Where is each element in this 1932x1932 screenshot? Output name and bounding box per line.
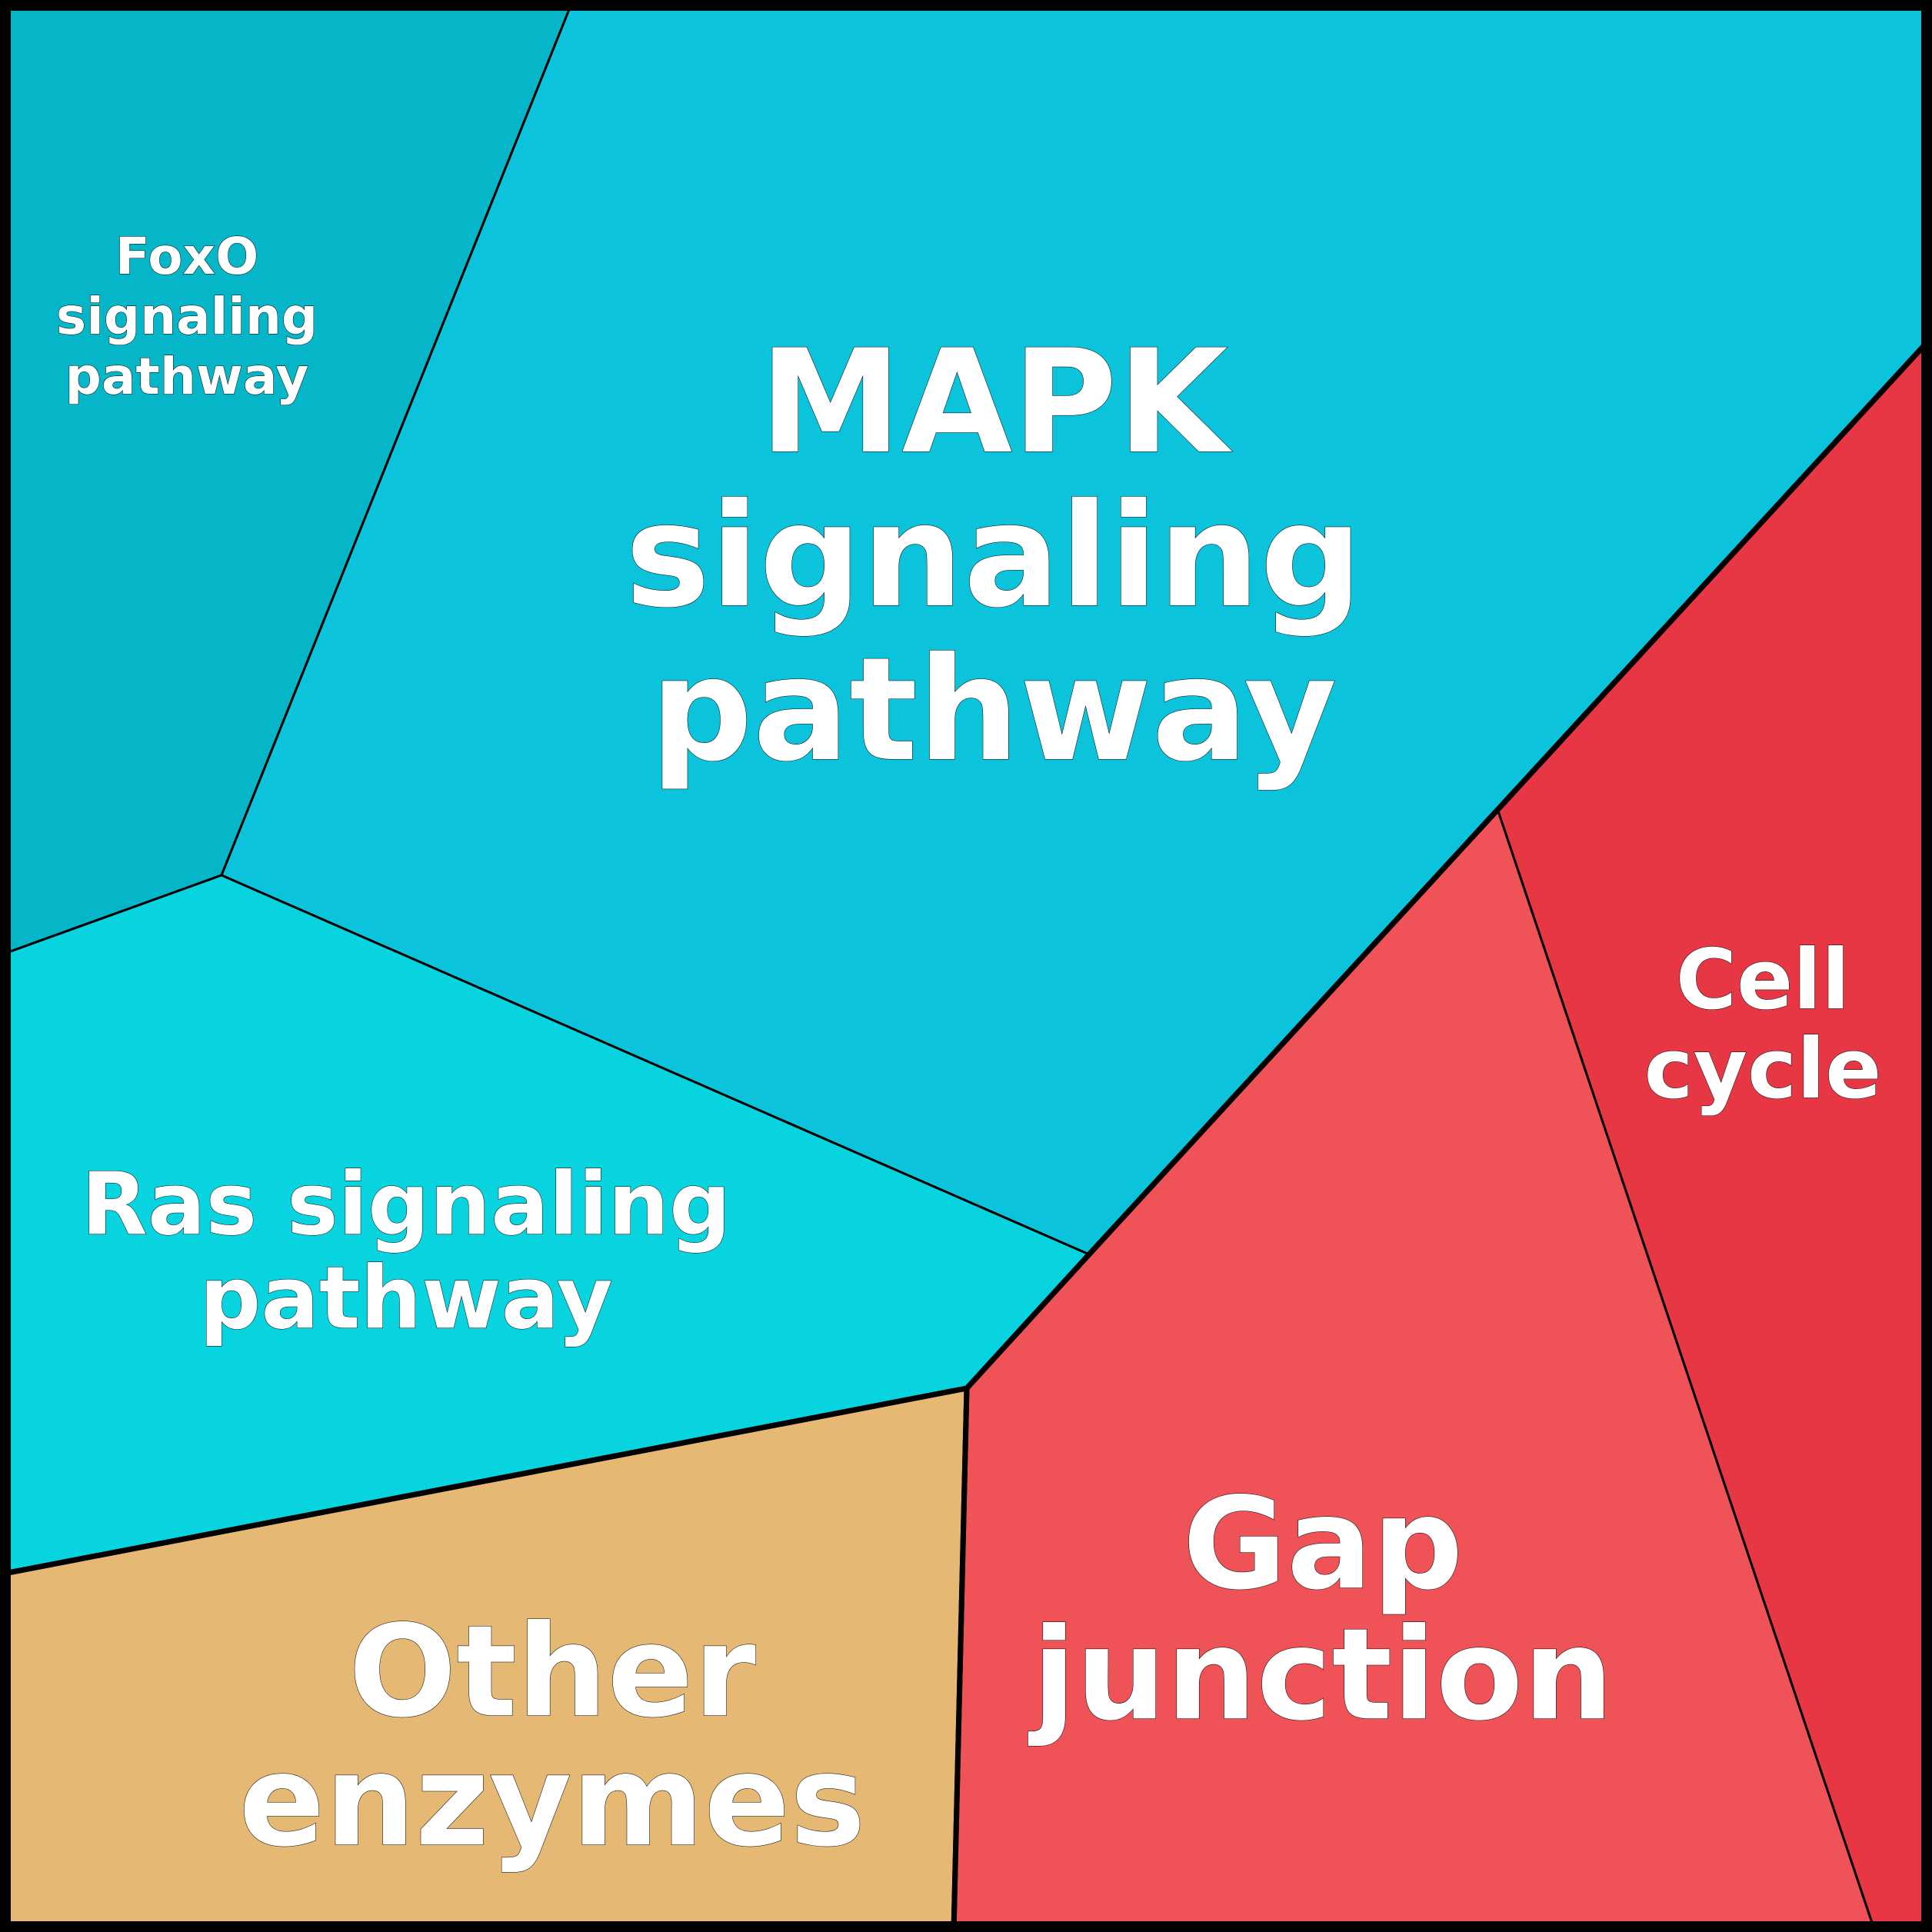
label-line: Gap <box>1183 1470 1464 1617</box>
label-line: Other <box>348 1597 756 1745</box>
label-line: junction <box>1028 1601 1614 1748</box>
label-line: enzymes <box>238 1727 865 1874</box>
group-border-2 <box>0 1384 970 1932</box>
label-line: signaling <box>625 472 1363 639</box>
label-line: FoxO <box>115 227 258 286</box>
label-line: pathway <box>65 347 309 406</box>
label-line: Ras signaling <box>82 1154 731 1254</box>
label-line: signaling <box>56 287 318 346</box>
label-line: cycle <box>1644 1021 1882 1118</box>
label-line: pathway <box>199 1248 613 1348</box>
label-line: MAPK <box>759 318 1232 485</box>
label-line: Cell <box>1676 932 1850 1028</box>
label-line: pathway <box>651 626 1337 793</box>
